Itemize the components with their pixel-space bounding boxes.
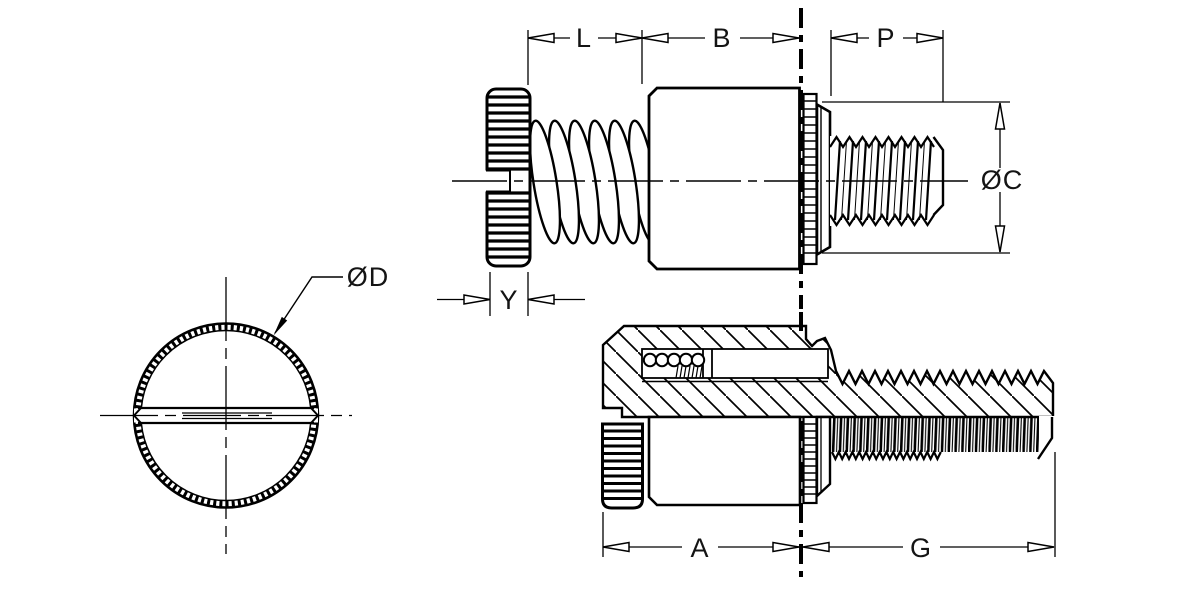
cylinder-body-bottom xyxy=(647,415,802,507)
serrated-collar xyxy=(802,92,818,266)
dimensions-bottom: A G xyxy=(602,452,1056,563)
thread-end-chamfer-bottom xyxy=(1037,417,1054,460)
knurled-head-bottom xyxy=(601,422,644,510)
thread-end-chamfer xyxy=(932,136,945,216)
dim-label-spring-length: L xyxy=(576,23,592,53)
flange-bottom xyxy=(815,415,832,499)
compressed-spring-coil-sections xyxy=(642,352,706,368)
dim-label-thread-protrusion: P xyxy=(876,23,895,53)
arrowheads-y xyxy=(463,294,555,305)
side-view-free-state xyxy=(452,8,968,309)
thread-crest-profile xyxy=(831,449,942,462)
dim-label-thread-length: G xyxy=(910,533,932,563)
knurled-head-side xyxy=(484,87,532,268)
dimensions-top: L B P ØC xyxy=(527,23,1024,254)
compressed-coil-lines xyxy=(675,365,703,379)
cylinder-body xyxy=(647,86,801,271)
section-view-installed xyxy=(601,312,1056,577)
serrated-collar-bottom xyxy=(802,415,818,505)
dim-label-flange-diameter: ØC xyxy=(981,165,1024,195)
dim-label-head-width: Y xyxy=(499,285,518,315)
dim-label-body-length: B xyxy=(712,23,731,53)
leader-arrowhead xyxy=(273,316,288,336)
arrowheads-bottom xyxy=(602,541,1055,553)
dimension-head-width: Y xyxy=(437,272,585,316)
leader-line xyxy=(274,276,343,334)
threaded-shank-bottom xyxy=(831,416,1056,462)
arrowheads-top xyxy=(527,32,1006,253)
dim-label-head-diameter: ØD xyxy=(347,262,390,292)
dim-head-diameter: ØD xyxy=(273,262,390,336)
dim-label-installed-length: A xyxy=(690,533,709,563)
spring-coils xyxy=(528,119,661,245)
front-view-knurled-head: ØD xyxy=(100,262,390,554)
extension-lines-flange-dia xyxy=(822,101,1010,254)
extension-lines-top xyxy=(527,30,944,102)
extension-lines-bottom xyxy=(602,452,1056,557)
flange xyxy=(815,102,832,257)
spring-pocket-and-groove xyxy=(641,348,829,383)
extension-lines-y xyxy=(489,272,529,316)
